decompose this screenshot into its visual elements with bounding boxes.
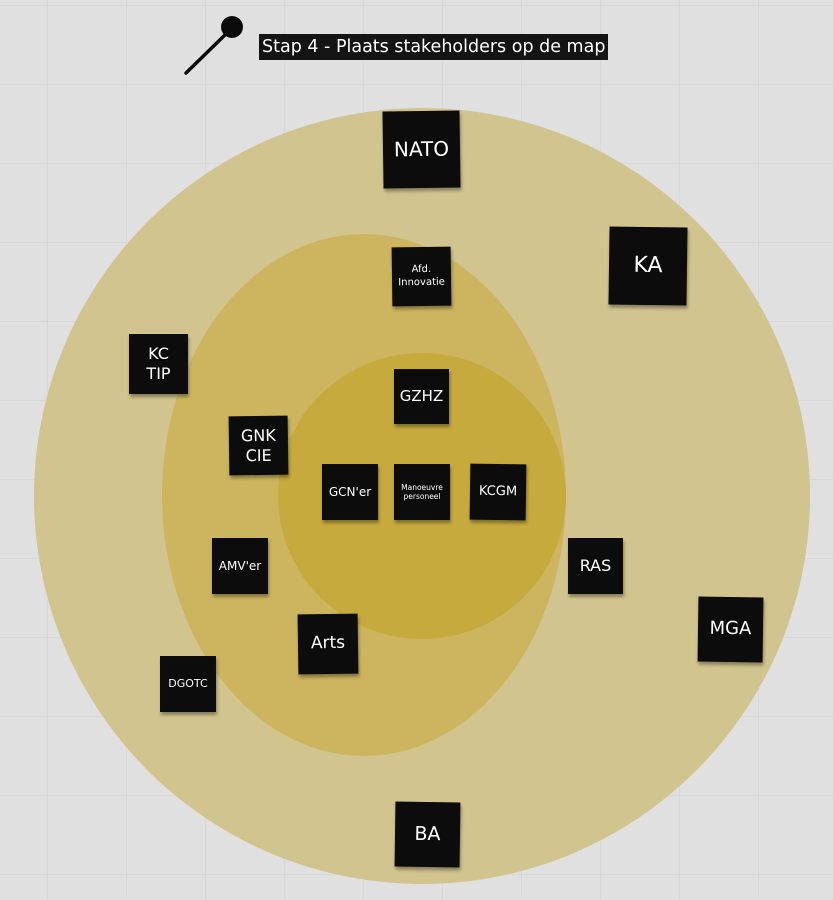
sticky-note-amv-er[interactable]: AMV'er [212,538,268,594]
sticky-note-kc-tip[interactable]: KC TIP [129,334,188,394]
sticky-note-kcgm[interactable]: KCGM [469,463,527,521]
page-title[interactable]: Stap 4 - Plaats stakeholders op de map [259,34,609,60]
sticky-note-arts[interactable]: Arts [297,613,359,675]
sticky-note-mga[interactable]: MGA [697,596,764,663]
sticky-note-manoeuvre-personeel[interactable]: Manoeuvre personeel [394,464,450,520]
sticky-note-ras[interactable]: RAS [568,538,623,594]
sticky-note-gcn-er[interactable]: GCN'er [322,464,378,520]
sticky-note-gzhz[interactable]: GZHZ [394,369,449,424]
sticky-note-ba[interactable]: BA [394,801,461,868]
sticky-note-ka[interactable]: KA [608,226,688,306]
sticky-note-gnk-cie[interactable]: GNK CIE [228,415,289,476]
pin-icon[interactable] [180,12,250,78]
sticky-note-nato[interactable]: NATO [382,110,461,189]
sticky-note-afd-innovatie[interactable]: Afd. Innovatie [391,246,452,307]
sticky-note-dgotc[interactable]: DGOTC [160,656,216,712]
